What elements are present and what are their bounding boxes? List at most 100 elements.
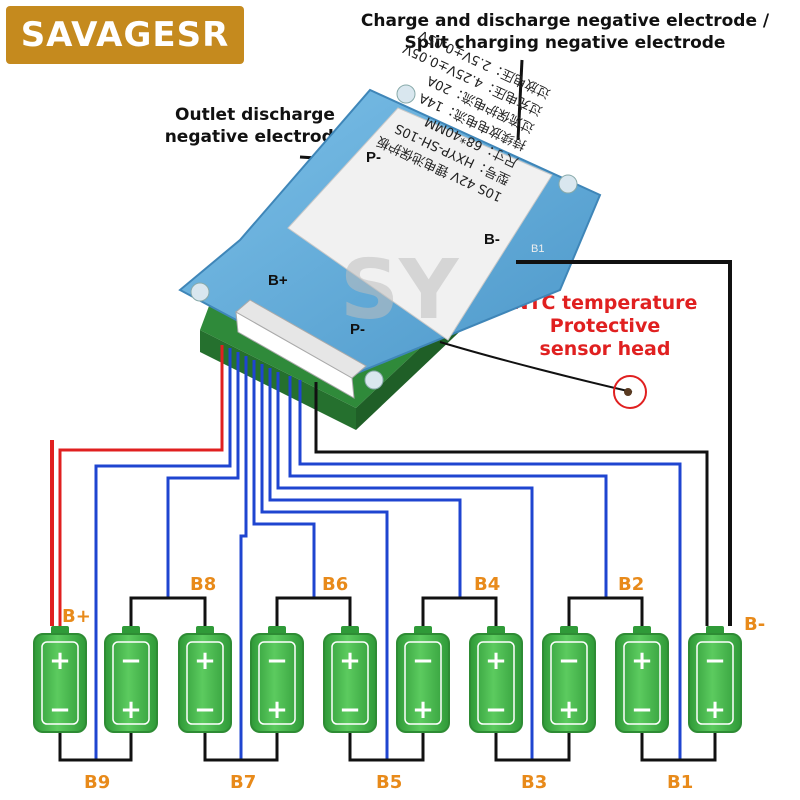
pad-b-plus-label: B+ bbox=[268, 272, 288, 289]
battery-cell: +− bbox=[178, 626, 232, 733]
ntc-probe-head bbox=[624, 388, 632, 396]
cell-inner-frame bbox=[112, 641, 150, 725]
cell-bottom-polarity: − bbox=[49, 695, 71, 725]
wire-b3 bbox=[276, 372, 534, 760]
outlet-callout: Outlet discharge negative electrode bbox=[150, 104, 360, 148]
brand-name: SAVAGESR bbox=[20, 15, 230, 55]
spec-label bbox=[287, 107, 553, 341]
wire-b8 bbox=[166, 352, 240, 598]
cell-inner-frame bbox=[404, 641, 442, 725]
cell-top-polarity: + bbox=[631, 646, 653, 676]
charge-callout-line1: Charge and discharge negative electrode … bbox=[360, 11, 770, 31]
ntc-callout-line3: sensor head bbox=[539, 338, 671, 360]
node-label-top: B2 bbox=[618, 574, 644, 595]
cell-body bbox=[104, 633, 158, 733]
wire-b4 bbox=[268, 368, 462, 598]
mount-hole bbox=[190, 282, 210, 302]
pad-p-minus-bottom-label: P- bbox=[350, 321, 365, 338]
node-label-top: B6 bbox=[322, 574, 348, 595]
pad-b1-label: B1 bbox=[531, 243, 544, 255]
cell-bottom-polarity: − bbox=[631, 695, 653, 725]
pad-p-minus-label: P- bbox=[366, 149, 381, 166]
charge-callout-line2: Split charging negative electrode bbox=[404, 33, 726, 53]
battery-cell: −+ bbox=[688, 626, 742, 733]
wire-b9 bbox=[94, 348, 232, 760]
cell-bottom-polarity: + bbox=[412, 695, 434, 725]
ntc-callout: NTC temperature Protective sensor head bbox=[510, 292, 700, 361]
series-link-top bbox=[129, 596, 207, 626]
balance-connector bbox=[235, 299, 367, 399]
node-label-bottom: B9 bbox=[84, 772, 110, 793]
end-label-b-minus: B- bbox=[744, 614, 765, 635]
cell-top-polarity: − bbox=[412, 646, 434, 676]
cell-inner-frame bbox=[186, 641, 224, 725]
charge-callout-pointer bbox=[516, 59, 524, 141]
cell-body bbox=[250, 633, 304, 733]
battery-cell: +− bbox=[33, 626, 87, 733]
series-link-bottom bbox=[640, 732, 717, 762]
brand-logo: SAVAGESR bbox=[6, 6, 244, 64]
node-label-top: B8 bbox=[190, 574, 216, 595]
pad-b-minus-label: B- bbox=[484, 231, 500, 248]
battery-cell: −+ bbox=[542, 626, 596, 733]
cell-bottom-polarity: + bbox=[704, 695, 726, 725]
cell-top-polarity: + bbox=[485, 646, 507, 676]
cell-bottom-polarity: − bbox=[194, 695, 216, 725]
wire-b6 bbox=[252, 360, 316, 598]
series-link-top bbox=[567, 596, 644, 626]
series-link-bottom bbox=[348, 732, 425, 762]
series-link-bottom bbox=[494, 732, 571, 762]
battery-cell: −+ bbox=[104, 626, 158, 733]
cell-body bbox=[615, 633, 669, 733]
cell-inner-frame bbox=[696, 641, 734, 725]
ntc-probe-highlight-ring bbox=[613, 375, 647, 409]
series-link-bottom bbox=[203, 732, 279, 762]
outlet-callout-line1: Outlet discharge bbox=[175, 105, 335, 125]
cell-bottom-polarity: + bbox=[558, 695, 580, 725]
series-link-top bbox=[275, 596, 352, 626]
wire-b-minus-main bbox=[516, 260, 732, 626]
battery-cell: −+ bbox=[396, 626, 450, 733]
cell-top-polarity: − bbox=[120, 646, 142, 676]
ntc-callout-line1: NTC temperature bbox=[512, 292, 698, 314]
series-link-bottom bbox=[58, 732, 133, 762]
battery-cell: −+ bbox=[250, 626, 304, 733]
ntc-probe-lead bbox=[439, 341, 633, 393]
cell-body bbox=[688, 633, 742, 733]
battery-cell: +− bbox=[323, 626, 377, 733]
series-links-layer bbox=[58, 596, 717, 762]
cell-top-polarity: + bbox=[194, 646, 216, 676]
node-label-bottom: B7 bbox=[230, 772, 256, 793]
wires-layer bbox=[50, 260, 732, 760]
cell-bottom-polarity: + bbox=[120, 695, 142, 725]
end-label-b-plus: B+ bbox=[62, 606, 91, 627]
cell-inner-frame bbox=[550, 641, 588, 725]
cell-body bbox=[323, 633, 377, 733]
cell-top-polarity: + bbox=[339, 646, 361, 676]
mount-hole bbox=[396, 84, 416, 104]
cell-body bbox=[178, 633, 232, 733]
cell-body bbox=[396, 633, 450, 733]
cell-inner-frame bbox=[258, 641, 296, 725]
cell-inner-frame bbox=[331, 641, 369, 725]
cells-layer: +−−++−−++−−++−−++−−+ bbox=[33, 626, 742, 733]
node-label-bottom: B3 bbox=[521, 772, 547, 793]
cell-body bbox=[33, 633, 87, 733]
cell-top-polarity: − bbox=[266, 646, 288, 676]
spec-label-text: 10S 42V 锂电池保护板型号：HXYP-SH-10S尺寸：68*40MM持续… bbox=[375, 26, 553, 204]
wire-b-plus bbox=[58, 345, 224, 626]
cell-bottom-polarity: − bbox=[485, 695, 507, 725]
wire-b7 bbox=[239, 356, 248, 760]
node-label-bottom: B5 bbox=[376, 772, 402, 793]
battery-cell: +− bbox=[615, 626, 669, 733]
wire-b-minus-balance bbox=[314, 382, 709, 626]
cell-body bbox=[542, 633, 596, 733]
cell-bottom-polarity: + bbox=[266, 695, 288, 725]
outlet-callout-line2: negative electrode bbox=[164, 127, 346, 147]
node-label-bottom: B1 bbox=[667, 772, 693, 793]
node-label-top: B4 bbox=[474, 574, 500, 595]
mount-hole bbox=[364, 370, 384, 390]
cell-top-polarity: + bbox=[49, 646, 71, 676]
